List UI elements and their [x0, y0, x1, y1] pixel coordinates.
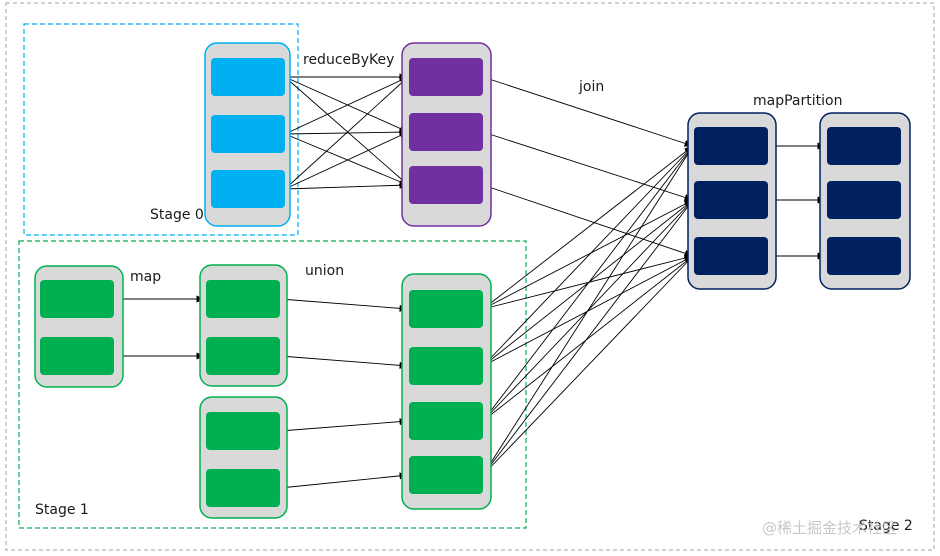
- stage-0-boundary: [23, 23, 299, 236]
- partition: [409, 290, 483, 328]
- partition: [40, 280, 114, 318]
- partition: [827, 127, 901, 165]
- label-join: join: [578, 79, 604, 95]
- partition: [409, 347, 483, 385]
- rdd-a: [204, 42, 291, 227]
- edge-join: [482, 255, 694, 422]
- partition: [409, 456, 483, 494]
- rdd-d: [199, 264, 288, 387]
- edge-join: [482, 145, 694, 422]
- edge-join: [482, 76, 694, 147]
- partition: [211, 58, 285, 96]
- edge-reducebykey: [284, 131, 409, 190]
- partition: [211, 115, 285, 153]
- label-reducebykey: reduceByKey: [303, 52, 394, 68]
- partition: [827, 237, 901, 275]
- edge-reducebykey: [284, 76, 409, 186]
- edge-reducebykey: [284, 76, 409, 133]
- edge-union: [279, 418, 409, 432]
- edge-join: [482, 255, 694, 476]
- watermark-text: @稀土掘金技术社区: [762, 519, 897, 537]
- label-stage-0: Stage 0: [150, 207, 204, 223]
- rdd-g: [687, 112, 777, 290]
- partition: [206, 337, 280, 375]
- partition: [409, 166, 483, 204]
- edge-join: [482, 184, 694, 257]
- partition: [409, 113, 483, 151]
- edge-join: [482, 131, 694, 201]
- partition: [694, 181, 768, 219]
- partition: [409, 402, 483, 440]
- rdd-h: [819, 112, 911, 290]
- label-union: union: [305, 263, 344, 279]
- label-mappartition: mapPartition: [753, 93, 842, 109]
- label-map: map: [130, 269, 161, 285]
- edge-union: [279, 472, 409, 489]
- nodes: [34, 42, 911, 519]
- edge-join: [482, 145, 694, 367]
- partition: [409, 58, 483, 96]
- edge-reducebykey: [284, 133, 409, 186]
- partition: [827, 181, 901, 219]
- edge-union: [279, 298, 409, 312]
- edge-join: [482, 145, 694, 310]
- edge-join: [482, 199, 694, 476]
- rdd-b: [401, 42, 492, 227]
- rdd-f: [401, 273, 492, 510]
- edge-reducebykey: [284, 76, 409, 190]
- stage-1-boundary: [18, 240, 527, 529]
- edge-join: [482, 199, 694, 310]
- edge-reducebykey: [284, 76, 409, 135]
- partition: [694, 127, 768, 165]
- partition: [694, 237, 768, 275]
- edge-join: [482, 145, 694, 476]
- partition: [211, 170, 285, 208]
- edges: [114, 73, 827, 489]
- partition: [40, 337, 114, 375]
- partition: [206, 412, 280, 450]
- rdd-e: [199, 396, 288, 519]
- rdd-f-container: [401, 273, 492, 510]
- label-stage-1: Stage 1: [35, 502, 89, 518]
- edge-union: [279, 355, 409, 369]
- partition: [206, 280, 280, 318]
- stage-2-boundary: [5, 2, 935, 551]
- rdd-c: [34, 265, 124, 388]
- partition: [206, 469, 280, 507]
- edge-reducebykey: [284, 181, 409, 190]
- label-stage-2: Stage 2: [859, 518, 913, 534]
